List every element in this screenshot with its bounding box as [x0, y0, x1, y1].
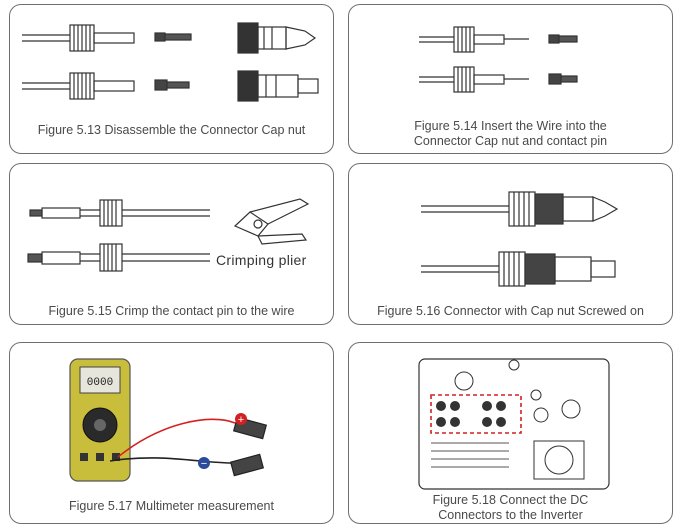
figure-5-14-panel: Figure 5.14 Insert the Wire into the Con… — [348, 4, 673, 154]
inverter-bottom-view — [418, 358, 610, 490]
multimeter-illustration: 0000 + − — [69, 358, 268, 482]
figure-5-16-panel: Figure 5.16 Connector with Cap nut Screw… — [348, 163, 673, 325]
figure-caption-line-1: Figure 5.18 Connect the DC — [432, 493, 589, 507]
wire-insertion-illustration — [419, 26, 578, 93]
multimeter-display: 0000 — [87, 377, 113, 389]
figure-caption: Figure 5.17 Multimeter measurement — [69, 499, 274, 513]
figure-caption-line-2: Connectors to the Inverter — [438, 508, 583, 522]
figure-5-13-panel: Figure 5.13 Disassemble the Connector Ca… — [9, 4, 334, 154]
figure-caption-line-2: Connector Cap nut and contact pin — [413, 134, 608, 148]
inverter-connection-illustration — [418, 358, 610, 490]
positive-sign: + — [238, 414, 244, 426]
crimping-plier-label: Crimping plier — [216, 252, 307, 268]
figure-5-17-panel: 0000 + − Figure 5.17 Multimeter measurem… — [9, 342, 334, 524]
assembled-connector-illustration — [421, 191, 619, 287]
figure-5-15-panel: Crimping plier Figure 5.15 Crimp the con… — [9, 163, 334, 325]
dc-connectors-highlight — [430, 394, 522, 434]
figure-caption: Figure 5.13 Disassemble the Connector Ca… — [37, 123, 306, 137]
figure-caption: Figure 5.15 Crimp the contact pin to the… — [48, 304, 295, 318]
figure-5-18-panel: Figure 5.18 Connect the DC Connectors to… — [348, 342, 673, 524]
figure-caption: Figure 5.16 Connector with Cap nut Screw… — [377, 304, 644, 318]
crimping-illustration — [27, 198, 310, 272]
connector-disassembly-illustration — [22, 22, 319, 102]
figure-caption-line-1: Figure 5.14 Insert the Wire into the — [414, 119, 607, 133]
negative-sign: − — [201, 458, 207, 470]
